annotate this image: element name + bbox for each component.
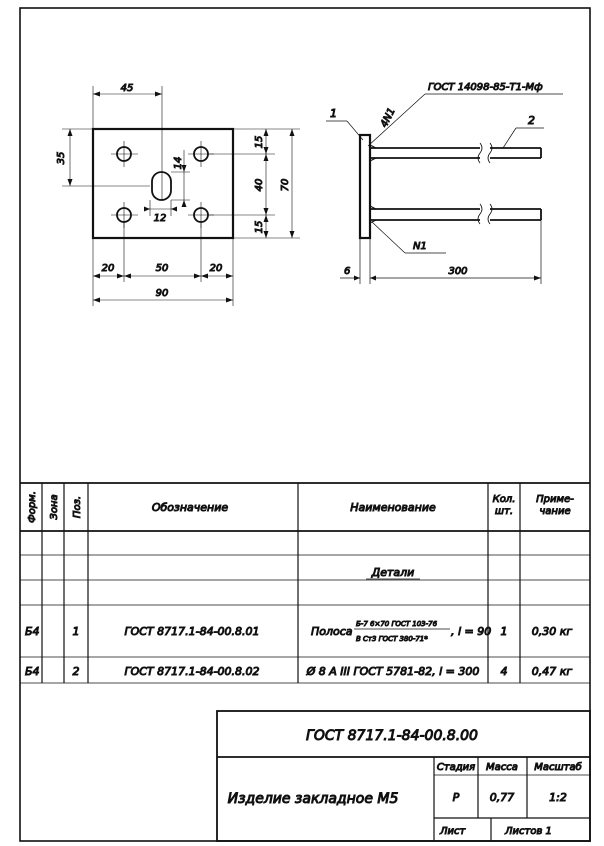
product-name: Изделие закладное М5 xyxy=(228,791,399,807)
stage-value: Р xyxy=(453,791,460,804)
dim-35: 35 xyxy=(56,152,67,165)
spec-row-2: Б4 2 ГОСТ 8717.1-84-00.8.02 Ø 8 А III ГО… xyxy=(25,665,573,679)
dim-300: 300 xyxy=(448,266,467,277)
dim-70: 70 xyxy=(280,179,291,192)
callout-1: 1 xyxy=(330,107,337,120)
row2-pos: 2 xyxy=(73,665,80,678)
plan-view: 45 35 15 40 15 70 14 12 20 50 20 90 xyxy=(56,83,300,306)
sheet-frame xyxy=(19,7,591,842)
dim-6: 6 xyxy=(344,266,350,277)
row1-name-suffix: , l = 90 xyxy=(451,625,491,638)
anchor-rod-upper xyxy=(370,142,542,164)
spec-row-1: Б4 1 ГОСТ 8717.1-84-00.8.01 Полоса Б-7 6… xyxy=(25,620,573,644)
rebar-gost-label: ГОСТ 14098-85-Т1-Мф xyxy=(428,82,543,93)
col-zone: Зона xyxy=(49,494,60,519)
sheet-label: Лист xyxy=(439,826,467,837)
title-block: ГОСТ 8717.1-84-00.8.00 Изделие закладное… xyxy=(216,710,591,842)
spec-table-header: Форм. Зона Поз. Обозначение Наименование… xyxy=(27,491,575,524)
col-pos: Поз. xyxy=(72,496,83,518)
row1-pos: 1 xyxy=(73,625,80,638)
dim-15-bottom: 15 xyxy=(254,221,265,234)
document-code: ГОСТ 8717.1-84-00.8.00 xyxy=(306,728,478,744)
stage-label: Стадия xyxy=(437,762,475,773)
dim-14: 14 xyxy=(173,157,184,170)
dim-45: 45 xyxy=(121,83,134,94)
anchor-rod-lower xyxy=(370,203,542,225)
col-qty: Кол.шт. xyxy=(493,494,516,517)
sheets-count: Листов 1 xyxy=(504,826,552,837)
row2-name: Ø 8 А III ГОСТ 5781-82, l = 300 xyxy=(306,665,480,678)
row1-name-numerator: Б-7 6×70 ГОСТ 103-76 xyxy=(356,620,438,628)
plate-outline xyxy=(91,127,235,240)
section-title-details: Детали xyxy=(371,566,415,579)
mass-value: 0,77 xyxy=(490,791,515,804)
weld-label-n1: N1 xyxy=(413,241,427,252)
row2-format: Б4 xyxy=(25,665,40,678)
side-plate xyxy=(358,133,372,240)
row1-name-prefix: Полоса xyxy=(311,625,353,638)
col-format: Форм. xyxy=(27,491,38,523)
row2-note: 0,47 кг xyxy=(532,665,573,678)
row1-qty: 1 xyxy=(501,625,508,638)
mass-label: Масса xyxy=(486,762,518,773)
dim-20-left: 20 xyxy=(102,263,115,274)
row2-qty: 4 xyxy=(501,665,508,678)
scale-label: Масштаб xyxy=(534,761,582,773)
row1-format: Б4 xyxy=(25,625,40,638)
side-view: 1 2 4N1 ГОСТ 14098-85-Т1-Мф N1 6 300 xyxy=(326,82,563,284)
center-slot xyxy=(151,171,172,201)
dim-90: 90 xyxy=(156,288,169,299)
scale-value: 1:2 xyxy=(549,791,567,804)
weld-label-4n1: 4N1 xyxy=(379,106,398,129)
row1-name-denominator: В Ст3 ГОСТ 380-71* xyxy=(356,635,428,643)
callout-2: 2 xyxy=(528,114,535,127)
dim-50: 50 xyxy=(156,263,169,274)
row2-designation: ГОСТ 8717.1-84-00.8.02 xyxy=(124,665,259,678)
dim-40: 40 xyxy=(254,179,265,192)
dim-20-right: 20 xyxy=(210,263,223,274)
dim-15-top: 15 xyxy=(254,136,265,149)
spec-table xyxy=(20,482,590,684)
col-note: Приме-чание xyxy=(536,494,574,517)
row1-designation: ГОСТ 8717.1-84-00.8.01 xyxy=(124,625,259,638)
dim-12: 12 xyxy=(154,213,167,224)
row1-note: 0,30 кг xyxy=(532,625,573,638)
col-name: Наименование xyxy=(350,501,436,514)
hole-top-left xyxy=(116,146,132,162)
spec-section-details: Детали xyxy=(366,566,420,580)
col-designation: Обозначение xyxy=(152,501,229,514)
